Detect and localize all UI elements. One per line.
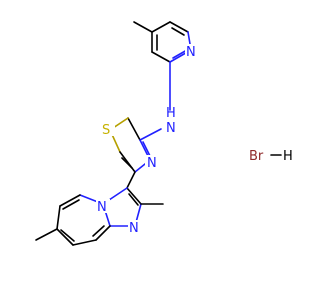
bond: [95, 225, 111, 241]
bond: [126, 187, 142, 205]
atom-bg: [101, 122, 115, 136]
atom-label-n-pyridine: N: [186, 45, 196, 60]
atom-label-s-thiazole: S: [102, 123, 110, 138]
double-bond-inner: [121, 157, 133, 169]
double-bond-inner: [171, 27, 185, 36]
atom-label-n-amine: N: [166, 121, 176, 136]
bond: [169, 21, 189, 33]
atom-bg: [145, 155, 159, 169]
bond: [59, 194, 81, 207]
salt-h-label: H: [283, 149, 293, 164]
pyridine-methyl-bond: [133, 21, 153, 33]
double-bond-inner: [142, 141, 151, 157]
bond: [151, 21, 171, 33]
atom-label-h-amine: H: [166, 106, 176, 121]
atom-bg: [185, 44, 199, 58]
double-bond-inner: [60, 229, 75, 242]
atom-label-n-imidazole: N: [129, 221, 139, 236]
thiazole-imidazole-bond: [126, 171, 136, 189]
molecule-canvas: N H N S N N N Br H: [35, 21, 293, 246]
bond: [72, 239, 97, 246]
fused-pyridine-ring-bonds: [56, 194, 111, 246]
double-bond-inner: [92, 225, 105, 237]
bond: [119, 151, 136, 173]
double-bond-inner: [62, 199, 80, 210]
bond: [56, 228, 74, 246]
salt-br-label: Br: [249, 149, 264, 164]
atom-bg: [163, 111, 179, 137]
atom-label-n-thiazole: N: [147, 156, 157, 171]
structure-drawing: N H N S N N N Br H: [35, 21, 293, 246]
fused-pyridine-methyl-bond: [35, 228, 58, 241]
thiazole-ring-bonds: [109, 117, 151, 173]
atom-label-n-bridge: N: [97, 200, 107, 215]
atom-bg: [128, 220, 142, 234]
bond: [151, 51, 171, 63]
bond: [56, 205, 61, 230]
bond: [127, 117, 141, 141]
double-bond-inner: [128, 193, 139, 206]
amine-thiazole-bond: [139, 128, 162, 141]
double-bond-inner: [172, 49, 188, 59]
atom-bg: [96, 199, 110, 213]
hydrobromide-salt: Br H: [249, 149, 293, 164]
